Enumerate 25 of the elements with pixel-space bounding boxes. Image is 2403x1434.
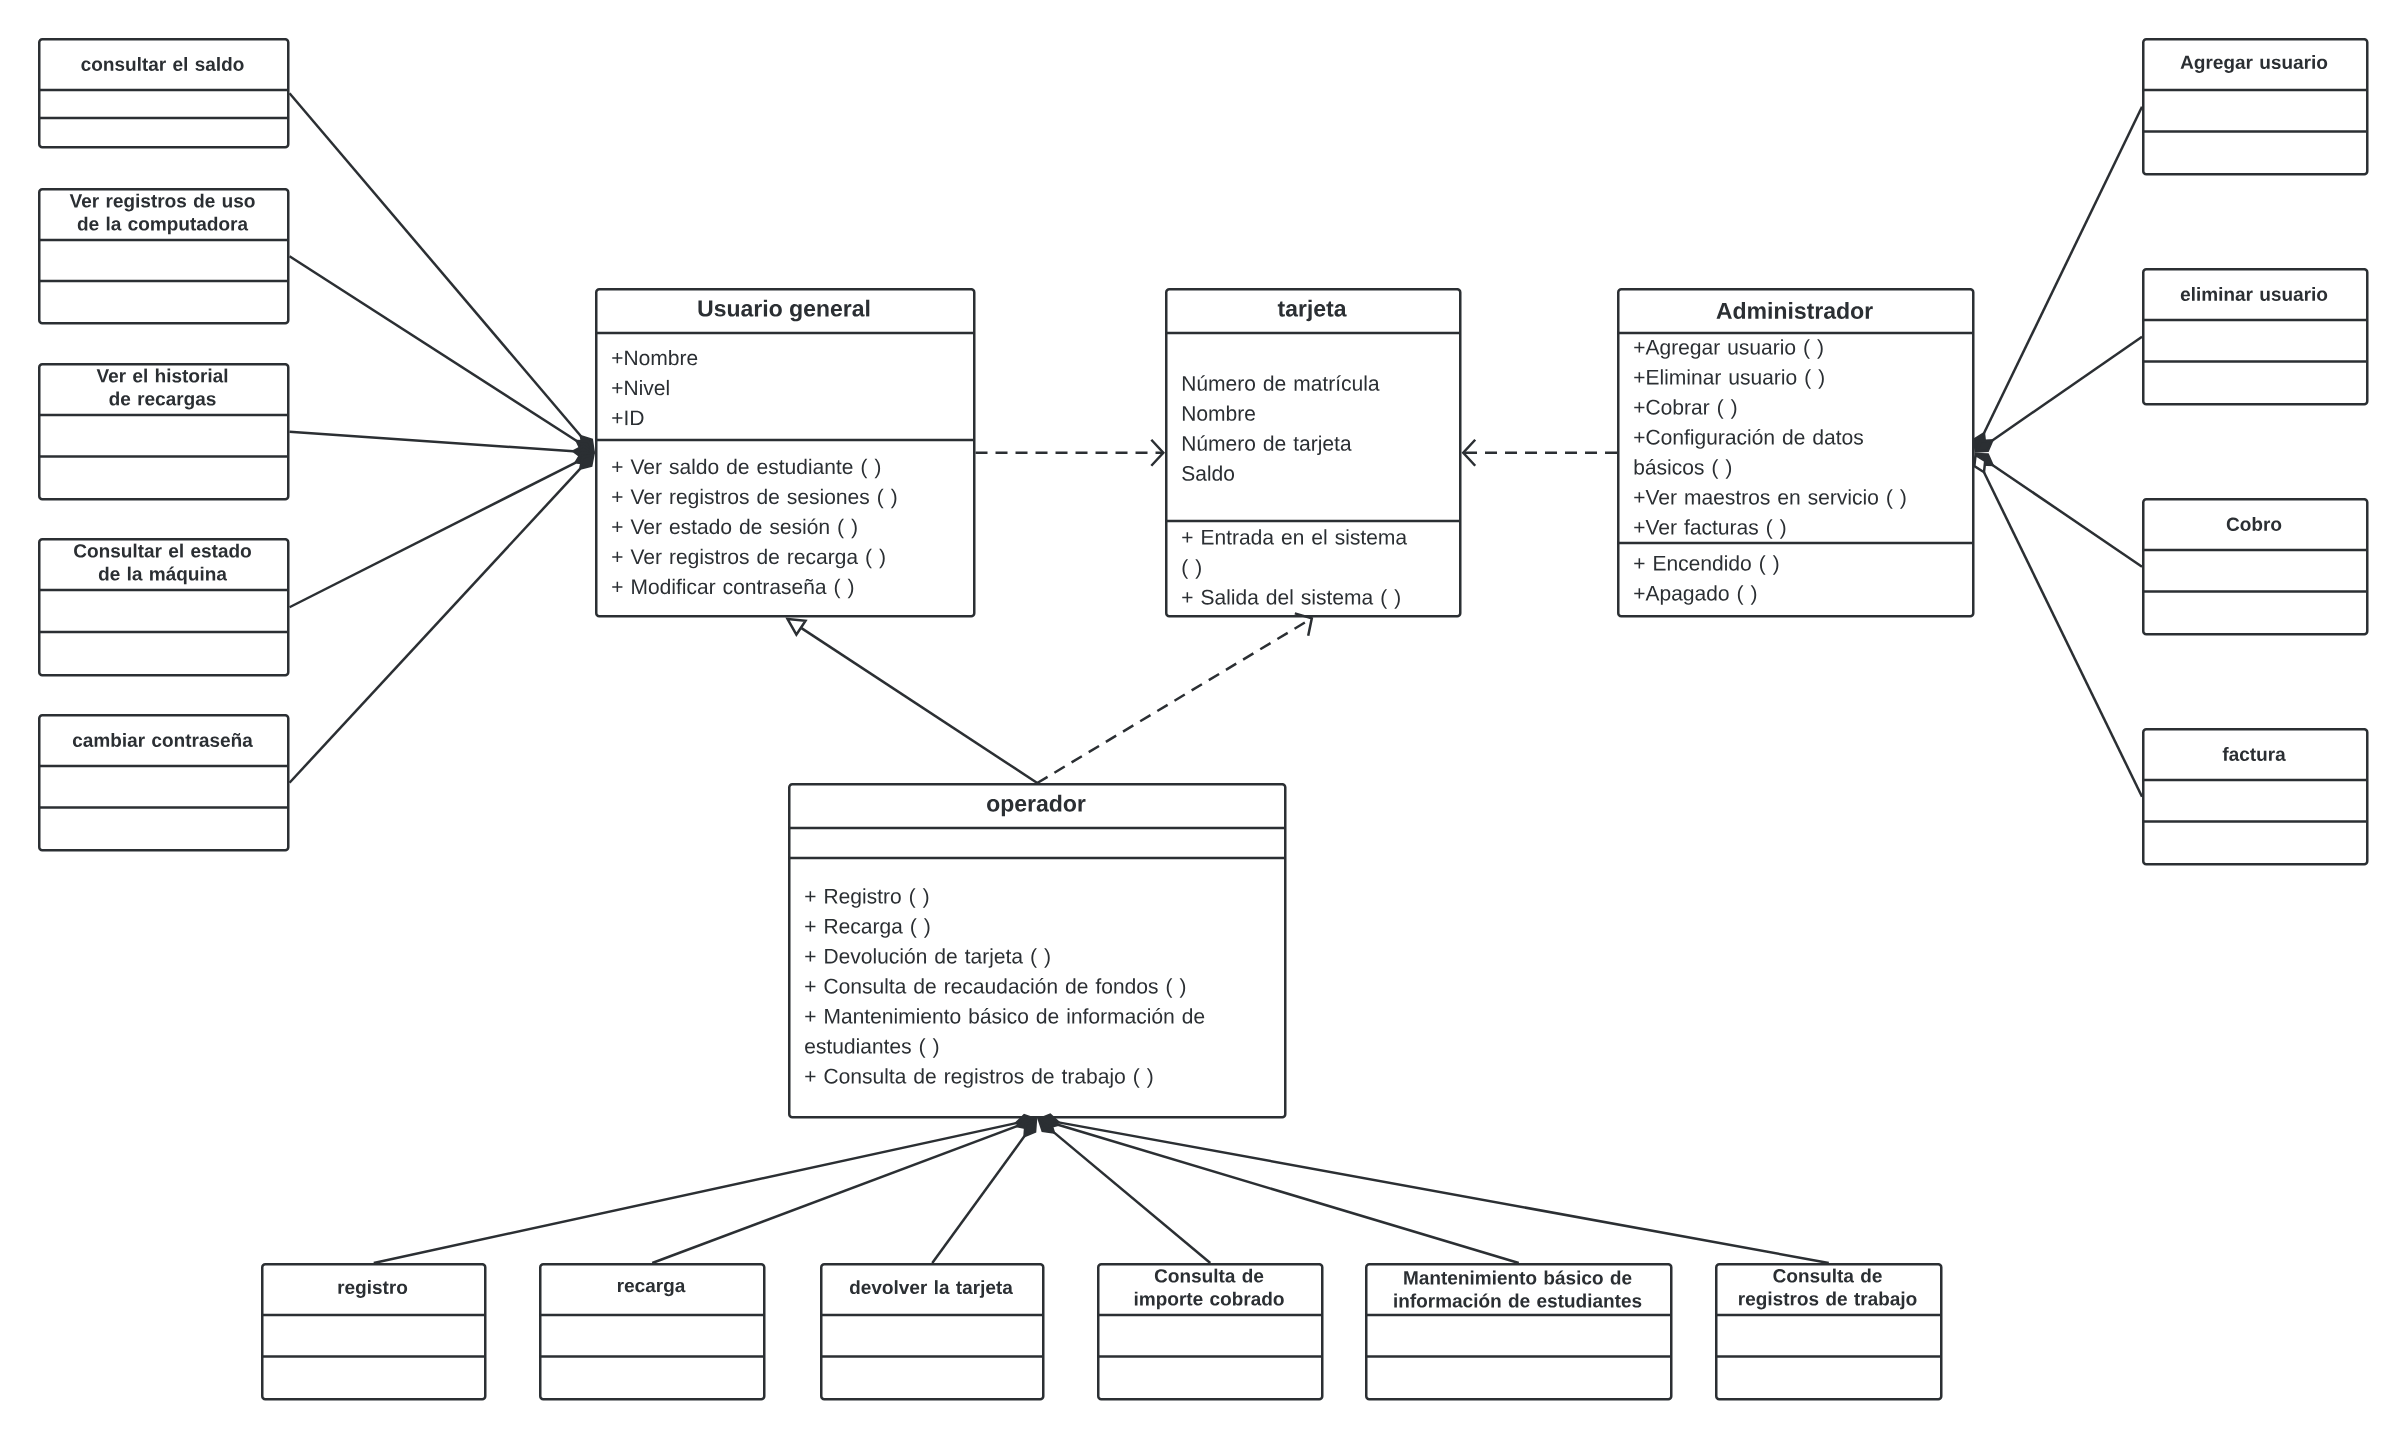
class-box: operador + Registro ( ) + Recarga ( ) + Devolución de tarjeta ( ) + Consulta de recaudación de fondos ( ) + Mantenimiento básico de información de estudiantes ( ) + Consulta de registros de trabajo ( ): [788, 783, 1287, 1119]
class-box: eliminar usuario: [2142, 268, 2369, 406]
class-box: Usuario general +Nombre +Nivel +ID + Ver saldo de estudiante ( ) + Ver registros de sesiones ( ) + Ver estado de sesión ( ) + Ver registros de recarga ( ) + Modificar contraseña ( ): [595, 288, 976, 618]
class-box: Cobro: [2142, 498, 2369, 636]
class-box: Consultar el estado de la máquina: [38, 538, 290, 677]
class-box: recarga: [539, 1263, 766, 1401]
class-box: factura: [2142, 728, 2369, 866]
class-box: consultar el saldo: [38, 38, 290, 149]
composition-line: [288, 92, 595, 453]
class-box: Mantenimiento básico de información de estudiantes: [1365, 1263, 1673, 1401]
class-box: Ver registros de uso de la computadora: [38, 188, 290, 325]
arrow: [1036, 612, 1314, 785]
class-box: devolver la tarjeta: [820, 1263, 1045, 1401]
composition-line: [288, 451, 595, 609]
class-box: Agregar usuario: [2142, 38, 2369, 176]
class-box: Consulta de registros de trabajo: [1715, 1263, 1943, 1401]
class-box: Administrador +Agregar usuario ( ) +Eliminar usuario ( ) +Cobrar ( ) +Configuración de datos básicos ( ) +Ver maestros en servicio ( ) +Ver facturas ( ) + Encendido ( ) +Apagado ( ): [1617, 288, 1975, 618]
class-box: Ver el historial de recargas: [38, 363, 290, 501]
class-box: tarjeta Número de matrícula Nombre Número de tarjeta Saldo + Entrada en el sistema ( ) + Salida del sistema ( ): [1165, 288, 1462, 618]
class-box: Consulta de importe cobrado: [1097, 1263, 1324, 1401]
composition-line: [288, 255, 595, 453]
arrow: [1461, 438, 1617, 467]
class-box: cambiar contraseña: [38, 714, 290, 852]
class-box: registro: [261, 1263, 487, 1401]
arrow: [975, 438, 1166, 467]
